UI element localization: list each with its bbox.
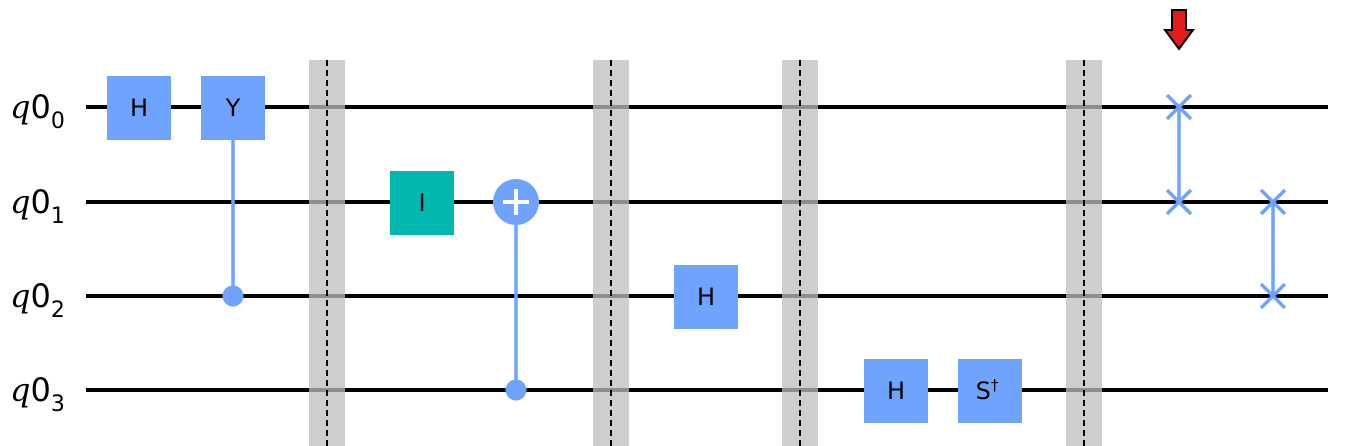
gate-h-4: H [864, 359, 928, 423]
qubit-wires [86, 105, 1328, 392]
gate-symbol: Y [225, 94, 241, 122]
barriers [309, 60, 1102, 446]
gate-box [674, 265, 738, 329]
barrier-3 [1066, 60, 1102, 446]
qubit-label-name: q [10, 88, 30, 126]
qubit-label-index: 0 [51, 109, 65, 134]
qubit-label-name: q [10, 277, 30, 315]
qubit-label-2: q02 [10, 277, 65, 323]
gate-h-3: H [674, 265, 738, 329]
gate-symbol: H [130, 94, 148, 122]
control-links [222, 93, 1287, 401]
gate-box [958, 359, 1022, 423]
barrier-0 [309, 60, 345, 446]
gate-symbol: S [976, 377, 991, 405]
barrier-2 [782, 60, 818, 446]
qubit-label-0: q00 [10, 88, 65, 134]
gate-symbol: I [418, 189, 425, 217]
qubit-label-register: 0 [30, 277, 50, 315]
gate-box [390, 171, 454, 235]
qubit-label-register: 0 [30, 371, 50, 409]
gate-h-0: H [107, 76, 171, 140]
gate-symbol: H [887, 377, 905, 405]
swap-cross-icon [1165, 93, 1193, 121]
qubit-label-name: q [10, 371, 30, 409]
barrier-1 [593, 60, 629, 446]
gate-label: I [418, 189, 425, 217]
gate-box [864, 359, 928, 423]
gate-i-2: I [390, 171, 454, 235]
swap-0 [1165, 93, 1193, 216]
gate-box [201, 76, 265, 140]
control-dot [505, 379, 527, 401]
qubit-label-index: 1 [51, 204, 65, 229]
gate-label: S† [976, 376, 999, 405]
controlled-op-1 [493, 179, 539, 401]
gate-label: H [887, 377, 905, 405]
control-dot [222, 285, 244, 307]
gate-symbol: H [697, 283, 715, 311]
gate-dagger: † [991, 376, 999, 394]
qubit-label-index: 3 [51, 392, 65, 417]
qubit-label-register: 0 [30, 88, 50, 126]
gate-s-5: S† [958, 359, 1022, 423]
swap-cross-icon [1259, 188, 1287, 216]
qubit-label-3: q03 [10, 371, 65, 417]
gate-label: Y [225, 94, 241, 122]
swap-cross-icon [1259, 282, 1287, 310]
gates: H Y I H H S† [107, 76, 1022, 423]
down-arrow-icon [1163, 9, 1195, 51]
gate-box [107, 76, 171, 140]
gate-y-1: Y [201, 76, 265, 140]
gate-label: H [697, 283, 715, 311]
marker [1163, 9, 1195, 51]
qubit-label-1: q01 [10, 183, 65, 229]
swap-cross-icon [1165, 188, 1193, 216]
qubit-label-index: 2 [51, 298, 65, 323]
swap-1 [1259, 188, 1287, 310]
gate-label: H [130, 94, 148, 122]
qubit-label-name: q [10, 183, 30, 221]
qubit-label-register: 0 [30, 183, 50, 221]
